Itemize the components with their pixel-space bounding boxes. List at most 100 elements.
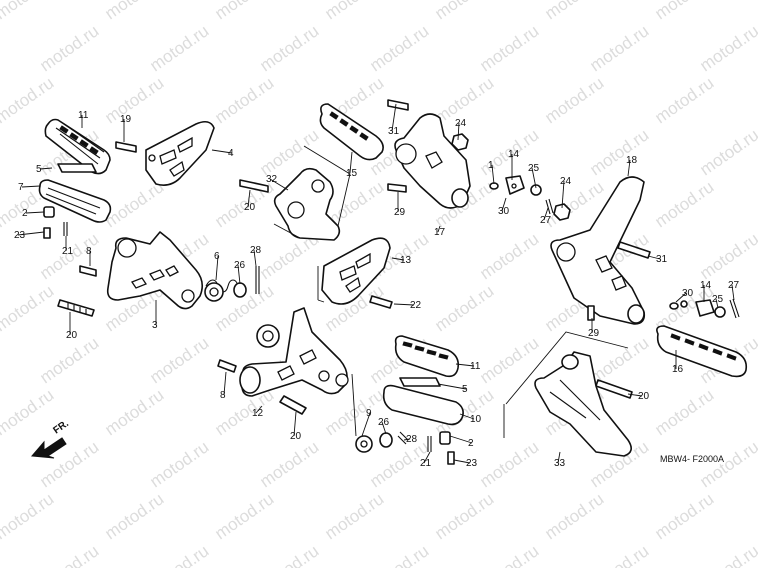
callout-number: 31 [656, 254, 668, 265]
callout-leader [531, 167, 537, 189]
callout-leader [39, 167, 53, 170]
bolt-20-far-right [595, 379, 633, 399]
bolt-30-right [669, 302, 679, 310]
watermark-text: motod.ru [431, 281, 497, 335]
callout-number: 25 [528, 163, 540, 174]
watermark-text: motod.ru [651, 385, 717, 439]
watermark-text: motod.ru [696, 541, 758, 568]
watermark-text: motod.ru [696, 437, 758, 491]
bolt-8-right [217, 359, 237, 373]
callout-leader-lines [17, 103, 735, 464]
callout-leader [215, 255, 219, 281]
callout-leader [391, 103, 397, 132]
watermark-text: motod.ru [476, 333, 542, 387]
watermark-text: motod.ru [586, 541, 652, 568]
watermark-text: motod.ru [476, 437, 542, 491]
watermark-text: motod.ru [256, 21, 322, 75]
callout-leader [381, 421, 387, 435]
watermark-text: motod.ru [366, 21, 432, 75]
callout-leader [393, 303, 415, 306]
callout-leader [675, 292, 687, 303]
watermark-text: motod.ru [586, 125, 652, 179]
watermark-text: motod.ru [101, 73, 167, 127]
center-upper-assembly [239, 103, 393, 309]
callout-number: 20 [290, 431, 302, 442]
callout-leader [237, 264, 241, 285]
watermark-text: motod.ru [101, 177, 167, 231]
bolt-22 [369, 295, 393, 309]
pin-left [43, 227, 51, 239]
watermark-text: motod.ru [586, 21, 652, 75]
callout-number: 23 [466, 458, 478, 469]
watermark-text: motod.ru [431, 0, 497, 23]
washer-25-right [714, 306, 726, 318]
watermark-text: motod.ru [146, 437, 212, 491]
callout-number: 21 [62, 246, 74, 257]
callout-number: 20 [638, 391, 650, 402]
callout-leader [561, 180, 565, 209]
watermark-text: motod.ru [651, 0, 717, 23]
pin-right [447, 451, 455, 465]
callout-leader [21, 185, 41, 188]
callout-number: 8 [86, 246, 92, 257]
callout-number: 15 [346, 168, 358, 179]
callout-leader [247, 189, 251, 208]
watermark-text: motod.ru [101, 385, 167, 439]
callout-leader [491, 164, 495, 185]
callout-number: 19 [120, 114, 132, 125]
callout-leader [437, 383, 467, 390]
callout-leader [403, 438, 411, 441]
callout-number: 26 [234, 260, 246, 271]
callout-number: 29 [394, 207, 406, 218]
callout-leader [457, 122, 460, 141]
callout-number: 11 [78, 110, 89, 121]
nut-24 [451, 133, 469, 151]
bolt-8-left [79, 265, 97, 277]
callout-leader [557, 451, 561, 464]
watermark-text: motod.ru [0, 0, 57, 23]
callout-leader [731, 284, 735, 301]
watermark-text: motod.ru [541, 489, 607, 543]
nut-24-right [553, 203, 571, 221]
front-direction-label: FR. [51, 418, 71, 436]
watermark-text: motod.ru [321, 489, 387, 543]
callout-leader [627, 159, 631, 177]
watermark-text: motod.ru [431, 489, 497, 543]
collar-right [439, 431, 451, 445]
bolt-19-left [115, 141, 137, 153]
bolt-20-left [57, 299, 95, 317]
watermark-text: motod.ru [0, 73, 57, 127]
passenger-bracket-assembly [387, 99, 571, 221]
callout-number: 4 [228, 148, 234, 159]
callout-number: 24 [560, 176, 572, 187]
diagram-code: MBW4- F2000A [660, 454, 724, 464]
callout-number: 20 [244, 202, 256, 213]
callout-number: 30 [682, 288, 694, 299]
watermark-text: motod.ru [36, 437, 102, 491]
callout-leader [391, 257, 405, 261]
callout-leader [25, 211, 45, 214]
washer-26-left [233, 282, 247, 298]
callout-leader [361, 412, 371, 437]
watermark-text: motod.ru [0, 385, 57, 439]
watermark-text: motod.ru [211, 489, 277, 543]
callout-number: 27 [540, 215, 552, 226]
callout-leader [647, 255, 661, 260]
callout-leader [223, 371, 227, 396]
footpeg-plate-left [57, 163, 97, 173]
footpeg-plate-right [399, 377, 441, 387]
watermark-text: motod.ru [36, 541, 102, 568]
watermark-text: motod.ru [696, 125, 758, 179]
heel-guard-left [145, 120, 215, 186]
callout-number: 2 [22, 208, 28, 219]
callout-number: 28 [250, 245, 262, 256]
callout-number: 12 [252, 408, 264, 419]
watermark-text: motod.ru [256, 437, 322, 491]
watermark-text: motod.ru [256, 541, 322, 568]
watermark-text: motod.ru [476, 229, 542, 283]
callout-leader [715, 298, 719, 309]
watermark-text: motod.ru [36, 333, 102, 387]
callout-number: 24 [455, 118, 467, 129]
callout-leader [423, 451, 431, 464]
